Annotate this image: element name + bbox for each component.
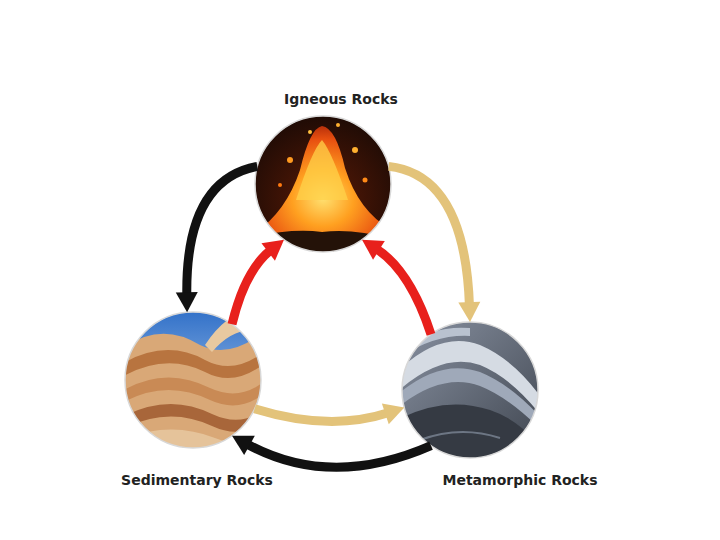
igneous-picture bbox=[250, 112, 396, 258]
igneous-circle: Igneous Rocks bbox=[255, 116, 391, 252]
cycle-arrow bbox=[232, 436, 431, 468]
metamorphic-rim bbox=[402, 322, 538, 458]
metamorphic-circle: Metamorphic Rocks bbox=[402, 322, 538, 458]
arrow-head bbox=[382, 403, 404, 424]
rock-type-label: Igneous Rocks bbox=[284, 91, 398, 108]
rock-type-label: Metamorphic Rocks bbox=[443, 472, 598, 489]
arrow-shaft bbox=[389, 166, 470, 306]
arrow-shaft bbox=[232, 250, 271, 325]
arrow-head bbox=[261, 240, 284, 261]
cycle-arrow bbox=[362, 240, 431, 335]
sedimentary-picture bbox=[120, 308, 266, 454]
sedimentary-circle: Sedimentary Rocks bbox=[125, 312, 261, 448]
cycle-arrow bbox=[232, 240, 284, 325]
arrow-head bbox=[176, 292, 198, 312]
arrow-shaft bbox=[376, 248, 431, 334]
arrow-head bbox=[458, 302, 480, 322]
arrow-head bbox=[362, 240, 385, 260]
arrow-shaft bbox=[246, 443, 431, 467]
sedimentary-rim bbox=[125, 312, 261, 448]
arrow-shaft bbox=[255, 409, 389, 422]
metamorphic-picture bbox=[397, 318, 543, 464]
rock-type-label: Sedimentary Rocks bbox=[121, 472, 273, 489]
cycle-arrow bbox=[389, 166, 481, 322]
cycle-arrow bbox=[255, 403, 405, 424]
arrow-head bbox=[232, 436, 255, 455]
igneous-rim bbox=[255, 116, 391, 252]
